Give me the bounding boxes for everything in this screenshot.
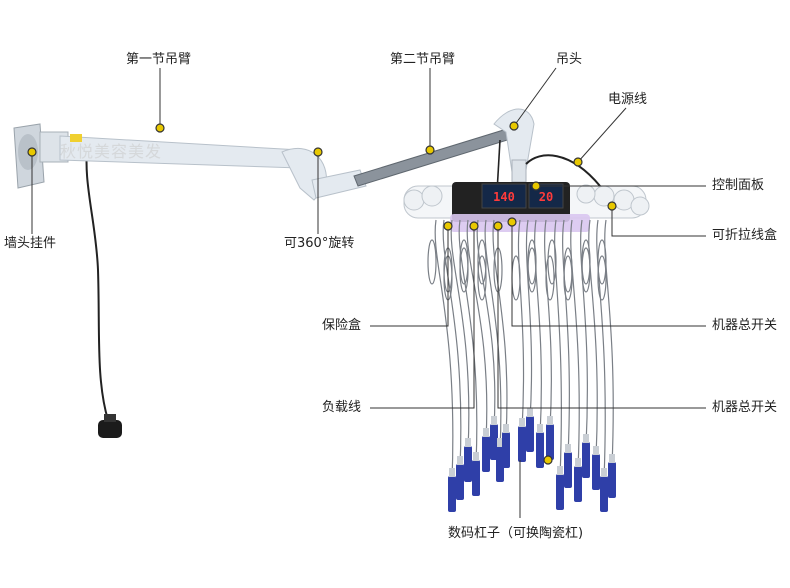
digital-rod: [536, 432, 544, 468]
digital-rod: [502, 432, 510, 468]
label-main-switch-2: 机器总开关: [712, 400, 778, 415]
load-wires: [427, 219, 614, 481]
label-rotate: 可360°旋转: [284, 236, 355, 251]
rod-connector: [575, 458, 581, 467]
digital-rod: [518, 426, 526, 462]
plug-icon: [98, 414, 122, 438]
wire-loop: [527, 247, 537, 293]
digital-rod: [482, 436, 490, 472]
rod-connector: [465, 438, 471, 447]
label-wall-mount: 墙头挂件: [4, 236, 57, 251]
rod-connector: [609, 454, 615, 463]
load-wire: [492, 219, 508, 437]
wire-loop: [547, 239, 557, 285]
label-foldable-box: 可折拉线盒: [712, 228, 778, 243]
load-wire: [554, 219, 562, 479]
label-hanger-head: 吊头: [556, 52, 583, 67]
wire-loop: [563, 255, 573, 301]
label-fuse-box: 保险盒: [322, 318, 362, 333]
load-wire: [570, 219, 580, 471]
load-wire: [517, 219, 525, 431]
wall-power-cable: [85, 141, 109, 421]
load-wire: [466, 219, 488, 441]
wire-loop: [459, 247, 469, 293]
digital-rod: [472, 460, 480, 496]
elbow-link: [311, 169, 367, 199]
wire-loop: [545, 255, 555, 301]
digital-rod: [582, 442, 590, 478]
wire-loop: [597, 255, 607, 301]
wire-loop: [477, 255, 487, 301]
callout-dots: [27, 121, 617, 465]
rod-connector: [519, 418, 525, 427]
load-wire: [458, 219, 478, 465]
label-first-arm: 第一节吊臂: [126, 52, 192, 67]
rod-connector: [483, 428, 489, 437]
display-left: 140: [493, 190, 515, 204]
second-arm: [353, 127, 515, 187]
label-main-switch-1: 机器总开关: [712, 318, 778, 333]
rod-connector: [473, 452, 479, 461]
rod-connector: [449, 468, 455, 477]
rod-connector: [491, 416, 497, 425]
wire-loop: [511, 255, 521, 301]
digital-rod: [456, 464, 464, 500]
load-wire: [588, 219, 598, 459]
digital-rod: [448, 476, 456, 512]
load-wire: [434, 219, 454, 481]
digital-rod: [526, 416, 534, 452]
load-wire: [604, 219, 614, 467]
rod-connector: [457, 456, 463, 465]
rod-connector: [527, 408, 533, 417]
load-wire: [580, 219, 588, 447]
display-right: 20: [539, 190, 553, 204]
digital-rod: [608, 462, 616, 498]
load-wire: [476, 219, 496, 429]
digital-rod: [564, 452, 572, 488]
digital-rod: [592, 454, 600, 490]
digital-rods: [448, 408, 616, 512]
device-power-cord: [525, 154, 601, 187]
digital-rod: [546, 424, 554, 460]
rod-connector: [593, 446, 599, 455]
watermark: 秋悦美容美发: [60, 142, 163, 161]
wire-loop: [581, 247, 591, 293]
load-wire: [442, 219, 462, 469]
digital-rod: [600, 476, 608, 512]
wire-loop: [477, 239, 487, 285]
digital-rod: [556, 474, 564, 510]
rod-connector: [583, 434, 589, 443]
rod-connector: [503, 424, 509, 433]
digital-rod: [574, 466, 582, 502]
rod-connector: [537, 424, 543, 433]
label-load-wire: 负载线: [322, 400, 362, 415]
label-second-arm: 第二节吊臂: [390, 52, 456, 67]
wire-loop: [597, 239, 607, 285]
arm-sticker: [70, 134, 82, 142]
label-power-cord: 电源线: [608, 92, 648, 107]
leader-lines: [31, 67, 706, 518]
load-wire: [596, 219, 606, 481]
wire-loop: [427, 239, 437, 285]
rod-connector: [565, 444, 571, 453]
load-wire: [450, 219, 470, 451]
control-panel-display: 140 20: [481, 183, 564, 209]
wall-mount-bracket: [13, 123, 69, 189]
load-wire: [484, 219, 502, 451]
label-control-panel: 控制面板: [712, 178, 765, 193]
digital-rod: [464, 446, 472, 482]
rod-connector: [497, 438, 503, 447]
rod-connector: [557, 466, 563, 475]
load-wire: [525, 219, 533, 421]
load-wire: [534, 219, 542, 437]
load-wire: [562, 219, 570, 457]
rod-connector: [601, 468, 607, 477]
rod-connector: [547, 416, 553, 425]
label-digital-rods: 数码杠子（可换陶瓷杠): [448, 526, 584, 541]
